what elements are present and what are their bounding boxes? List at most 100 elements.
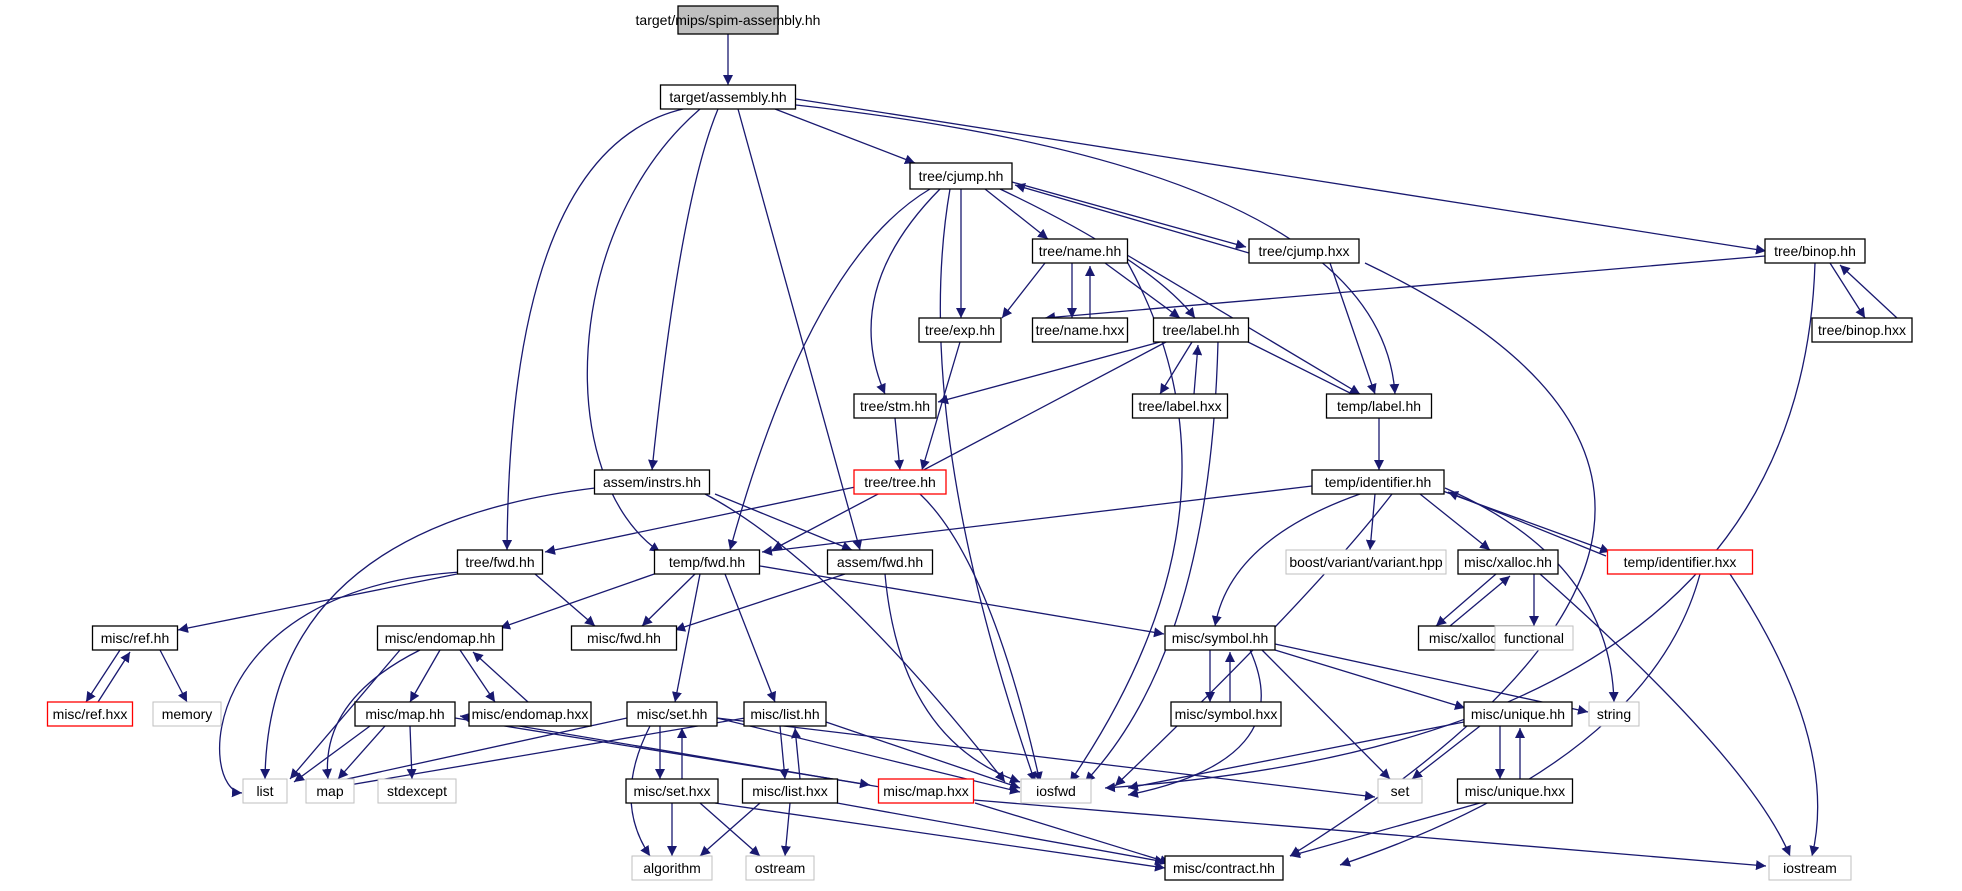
node-iosfwd[interactable]: iosfwd — [1020, 778, 1092, 804]
node-box — [1463, 701, 1573, 727]
node-assem-instrs[interactable]: assem/instrs.hh — [593, 469, 711, 495]
node-misc-contract[interactable]: misc/contract.hh — [1164, 855, 1284, 881]
node-label: temp/fwd.hh — [669, 554, 745, 570]
node-tree-binop-hxx[interactable]: tree/binop.hxx — [1811, 317, 1913, 343]
node-temp-identifier[interactable]: temp/identifier.hh — [1311, 469, 1445, 495]
node-misc-endomap-hxx[interactable]: misc/endomap.hxx — [468, 701, 592, 727]
node-box — [593, 469, 711, 495]
node-misc-set-hxx[interactable]: misc/set.hxx — [625, 778, 719, 804]
node-misc-symbol-hxx[interactable]: misc/symbol.hxx — [1170, 701, 1282, 727]
node-label: target/assembly.hh — [669, 89, 786, 105]
edge-misc_endomap_hh-to-map — [322, 649, 421, 780]
node-label: misc/map.hxx — [883, 783, 969, 799]
node-box — [152, 701, 222, 727]
node-label: temp/label.hh — [1337, 398, 1421, 414]
edge-tree_cjump_hxx-to-tree_cjump — [1014, 182, 1250, 254]
node-misc-ref-hh[interactable]: misc/ref.hh — [91, 625, 179, 651]
edge-target_assembly-to-tree_fwd — [502, 108, 684, 551]
node-label: temp/identifier.hxx — [1624, 554, 1737, 570]
edge-tree_fwd-to-misc_ref_hh — [177, 573, 458, 633]
node-misc-map-hxx[interactable]: misc/map.hxx — [877, 778, 975, 804]
node-tree-stm[interactable]: tree/stm.hh — [853, 393, 937, 419]
edge-misc_set_hh-to-list — [314, 717, 628, 789]
node-tree-tree[interactable]: tree/tree.hh — [853, 469, 947, 495]
node-functional[interactable]: functional — [1494, 625, 1574, 651]
node-map[interactable]: map — [305, 778, 355, 804]
node-box — [1494, 625, 1574, 651]
edge-tree_cjump_hxx-to-temp_label — [1329, 262, 1377, 395]
node-box — [853, 393, 937, 419]
edge-misc_map_hxx-to-misc_contract — [974, 802, 1171, 865]
node-misc-set-hh[interactable]: misc/set.hh — [626, 701, 718, 727]
node-box — [354, 701, 456, 727]
node-misc-list-hxx[interactable]: misc/list.hxx — [741, 778, 839, 804]
node-box — [1031, 238, 1129, 264]
node-misc-list-hh[interactable]: misc/list.hh — [743, 701, 827, 727]
edge-misc_symbol_hh-to-set — [1261, 649, 1391, 780]
edge-tree_cjump-to-tree_name_hh — [984, 188, 1049, 240]
edge-misc_ref_hh-to-memory — [159, 649, 188, 703]
node-box — [1020, 778, 1092, 804]
node-box — [1031, 317, 1129, 343]
node-tree-exp[interactable]: tree/exp.hh — [918, 317, 1002, 343]
edge-assem_fwd-to-iosfwd — [884, 573, 1021, 784]
node-misc-unique-hh[interactable]: misc/unique.hh — [1463, 701, 1573, 727]
node-misc-unique-hxx[interactable]: misc/unique.hxx — [1456, 778, 1574, 804]
node-target-assembly[interactable]: target/assembly.hh — [659, 84, 797, 110]
node-tree-binop[interactable]: tree/binop.hh — [1764, 238, 1866, 264]
edge-tree_cjump-to-tree_cjump_hxx — [1011, 181, 1247, 250]
node-tree-cjump[interactable]: tree/cjump.hh — [909, 162, 1013, 190]
node-tree-cjump-hxx[interactable]: tree/cjump.hxx — [1248, 238, 1360, 264]
node-box — [853, 469, 947, 495]
node-tree-label-hh[interactable]: tree/label.hh — [1152, 317, 1250, 343]
node-label: boost/variant/variant.hpp — [1289, 554, 1443, 570]
node-spim-assembly[interactable]: target/mips/spim-assembly.hh — [636, 5, 821, 35]
node-temp-identifier-hxx[interactable]: temp/identifier.hxx — [1606, 549, 1754, 575]
edge-misc_xalloc_hh-to-misc_xalloc_hxx — [1435, 573, 1497, 627]
node-boost-variant[interactable]: boost/variant/variant.hpp — [1285, 549, 1447, 575]
node-label: stdexcept — [387, 783, 447, 799]
edge-misc_list_hxx-to-algorithm — [699, 802, 761, 857]
node-iostream[interactable]: iostream — [1768, 855, 1852, 881]
node-misc-endomap-hh[interactable]: misc/endomap.hh — [376, 625, 504, 651]
node-tree-label-hxx[interactable]: tree/label.hxx — [1131, 393, 1229, 419]
edge-misc_map_hh-to-map — [337, 725, 386, 780]
edge-temp_fwd-to-misc_set_hh — [672, 573, 701, 703]
node-ostream[interactable]: ostream — [745, 855, 815, 881]
node-label: target/mips/spim-assembly.hh — [636, 12, 821, 28]
edge-target_assembly-to-tree_binop — [795, 98, 1767, 255]
node-memory[interactable]: memory — [152, 701, 222, 727]
node-box — [1131, 393, 1229, 419]
node-label: misc/set.hh — [637, 706, 708, 722]
node-misc-xalloc-hh[interactable]: misc/xalloc.hh — [1457, 549, 1559, 575]
edge-misc_endomap_hh-to-misc_map_hh — [409, 649, 441, 703]
node-string[interactable]: string — [1588, 701, 1640, 727]
node-temp-fwd[interactable]: temp/fwd.hh — [653, 549, 761, 575]
edge-misc_list_hh-to-misc_list_hxx — [779, 725, 790, 780]
node-box — [91, 625, 179, 651]
node-box — [659, 84, 797, 110]
node-misc-map-hh[interactable]: misc/map.hh — [354, 701, 456, 727]
node-misc-ref-hxx[interactable]: misc/ref.hxx — [46, 701, 134, 727]
node-label: misc/ref.hh — [101, 630, 169, 646]
node-algorithm[interactable]: algorithm — [631, 855, 713, 881]
node-box — [677, 5, 779, 35]
node-tree-name-hh[interactable]: tree/name.hh — [1031, 238, 1129, 264]
edge-tree_binop-to-tree_exp — [1044, 255, 1766, 323]
node-label: map — [316, 783, 343, 799]
node-label: tree/fwd.hh — [465, 554, 534, 570]
node-misc-fwd[interactable]: misc/fwd.hh — [570, 625, 678, 651]
edge-tree_name_hh-to-tree_exp — [1001, 262, 1046, 319]
node-tree-fwd[interactable]: tree/fwd.hh — [456, 549, 544, 575]
edge-misc_list_hh-to-iosfwd — [825, 721, 1021, 790]
node-list[interactable]: list — [242, 778, 288, 804]
node-assem-fwd[interactable]: assem/fwd.hh — [826, 549, 934, 575]
node-tree-name-hxx[interactable]: tree/name.hxx — [1031, 317, 1129, 343]
node-box — [918, 317, 1002, 343]
node-misc-symbol-hh[interactable]: misc/symbol.hh — [1164, 625, 1276, 651]
node-stdexcept[interactable]: stdexcept — [377, 778, 457, 804]
node-temp-label[interactable]: temp/label.hh — [1325, 393, 1433, 419]
node-layer: target/mips/spim-assembly.hh target/assem… — [46, 5, 1913, 881]
node-label: set — [1391, 783, 1410, 799]
node-set[interactable]: set — [1377, 778, 1423, 804]
